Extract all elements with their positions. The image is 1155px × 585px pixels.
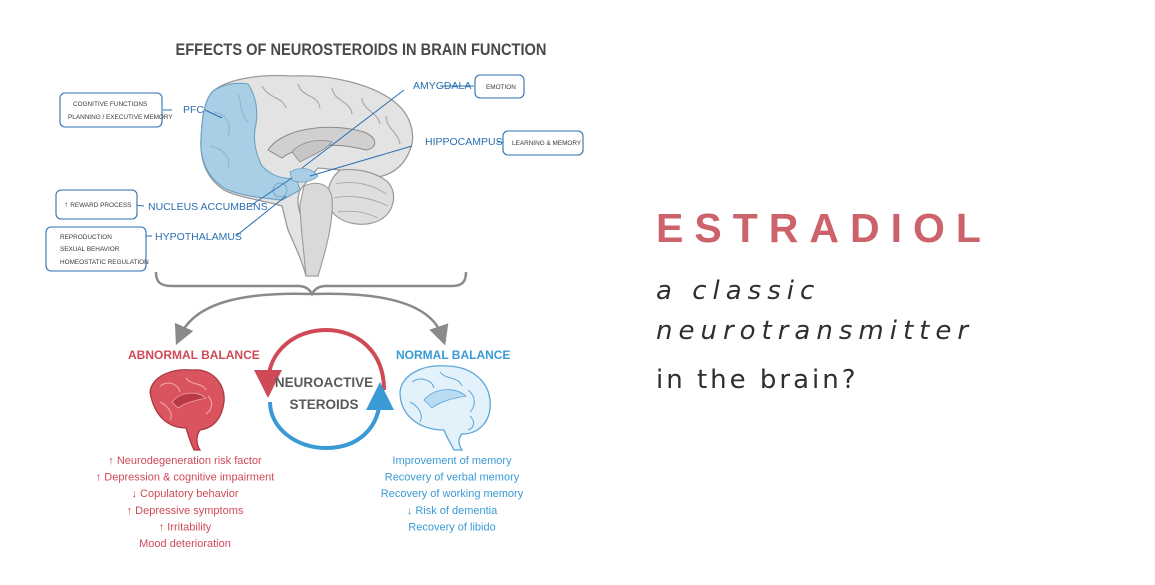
effect-text: Risk of dementia	[415, 505, 498, 517]
effect-item: Mood deterioration	[139, 538, 231, 550]
tagline: in the brain?	[656, 365, 859, 395]
neurosteroid-diagram: EFFECTS OF NEUROSTEROIDS IN BRAIN FUNCTI…	[45, 41, 584, 550]
effect-text: Recovery of working memory	[381, 488, 524, 500]
normal-balance-label: NORMAL BALANCE	[396, 348, 510, 362]
effect-text: Neurodegeneration risk factor	[117, 455, 262, 467]
hippocampus-function: LEARNING & MEMORY	[512, 140, 582, 147]
headline: ESTRADIOL	[656, 205, 992, 251]
blue-cycle-arc	[268, 382, 394, 451]
neuroactive-steroids-cycle: NEUROACTIVE STEROIDS	[254, 327, 394, 451]
abnormal-effects-list: ↑ Neurodegeneration risk factor↑ Depress…	[96, 455, 275, 550]
effect-text: Depressive symptoms	[135, 505, 244, 517]
up-arrow-icon: ↑	[64, 200, 70, 209]
subtitle: a classic neurotransmitter	[656, 276, 975, 346]
effect-text: Recovery of verbal memory	[385, 472, 520, 484]
region-label-hippocampus: HIPPOCAMPUS	[425, 136, 503, 148]
diagram-title: EFFECTS OF NEUROSTEROIDS IN BRAIN FUNCTI…	[176, 41, 547, 59]
hypothalamus-function-1: REPRODUCTION	[60, 234, 112, 241]
connector-lines	[121, 85, 503, 237]
effect-item: ↓ Copulatory behavior	[131, 488, 238, 500]
region-label-amygdala: AMYGDALA	[413, 80, 471, 92]
hypothalamus-function-3: HOMEOSTATIC REGULATION	[60, 259, 149, 266]
effect-text: Recovery of libido	[408, 521, 495, 533]
arrow-to-abnormal	[174, 292, 313, 346]
function-box-nucleus-accumbens: ↑ REWARD PROCESS	[55, 189, 138, 220]
effect-item: ↑ Depressive symptoms	[127, 505, 244, 517]
down-arrow-icon: ↓	[407, 505, 416, 517]
function-box-amygdala: EMOTION	[474, 74, 525, 99]
effect-text: Irritability	[167, 521, 212, 533]
region-label-hypothalamus: HYPOTHALAMUS	[155, 231, 242, 243]
normal-brain-icon	[399, 365, 491, 451]
effect-item: ↓ Risk of dementia	[407, 505, 498, 517]
effect-item: ↑ Irritability	[159, 521, 212, 533]
effect-item: Improvement of memory	[392, 455, 512, 467]
up-arrow-icon: ↑	[159, 521, 168, 533]
hypothalamus-function-2: SEXUAL BEHAVIOR	[60, 246, 120, 253]
effect-text: Copulatory behavior	[140, 488, 239, 500]
effect-item: Recovery of libido	[408, 521, 495, 533]
function-box-hippocampus: LEARNING & MEMORY	[502, 130, 584, 156]
center-label-line-2: STEROIDS	[289, 397, 358, 412]
abnormal-brain-icon	[149, 369, 225, 451]
up-arrow-icon: ↑	[108, 455, 117, 467]
region-label-pfc: PFC	[183, 104, 204, 116]
abnormal-balance-label: ABNORMAL BALANCE	[128, 348, 260, 362]
amygdala-function: EMOTION	[486, 84, 516, 91]
up-arrow-icon: ↑	[127, 505, 136, 517]
effect-text: Depression & cognitive impairment	[104, 472, 274, 484]
pfc-function-1: COGNITIVE FUNCTIONS	[73, 101, 147, 108]
effect-item: ↑ Depression & cognitive impairment	[96, 472, 275, 484]
up-arrow-icon: ↑	[96, 472, 105, 484]
effect-item: Recovery of verbal memory	[385, 472, 520, 484]
effect-text: Mood deterioration	[139, 538, 231, 550]
effect-item: Recovery of working memory	[381, 488, 524, 500]
brain-illustration	[200, 74, 414, 277]
region-label-nucleus-accumbens: NUCLEUS ACCUMBENS	[148, 201, 268, 213]
nucleus-accumbens-function: ↑ REWARD PROCESS	[64, 200, 131, 209]
headline-block: ESTRADIOL a classic neurotransmitter in …	[656, 205, 1136, 395]
function-box-hypothalamus: REPRODUCTION SEXUAL BEHAVIOR HOMEOSTATIC…	[45, 226, 149, 272]
effect-text: Improvement of memory	[392, 455, 512, 467]
function-box-pfc: COGNITIVE FUNCTIONS PLANNING / EXECUTIVE…	[59, 92, 173, 128]
arrow-to-normal	[311, 292, 449, 346]
pfc-function-2: PLANNING / EXECUTIVE MEMORY	[68, 114, 173, 121]
down-arrow-icon: ↓	[131, 488, 140, 500]
center-label-line-1: NEUROACTIVE	[275, 375, 373, 390]
red-cycle-arc	[254, 327, 386, 398]
effect-item: ↑ Neurodegeneration risk factor	[108, 455, 262, 467]
